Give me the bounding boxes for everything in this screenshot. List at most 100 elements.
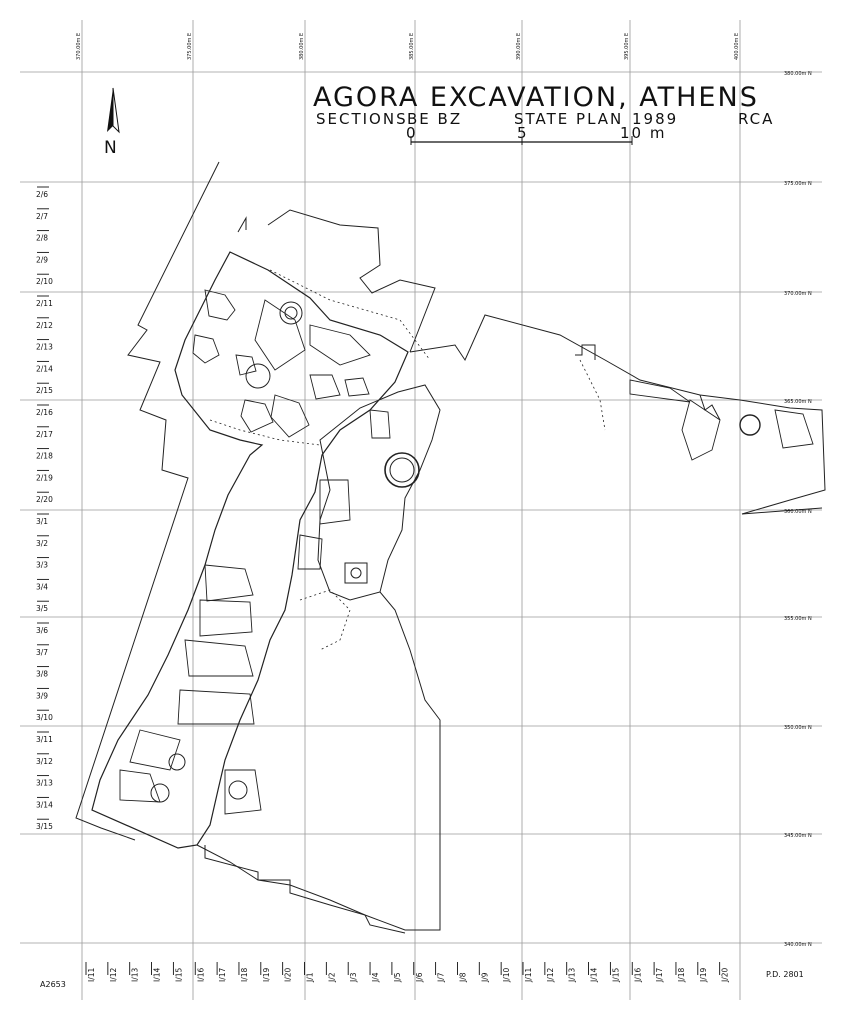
- left-grid-ref: 2/13: [36, 343, 53, 352]
- northing-label: 360.00m N: [784, 509, 812, 515]
- section-codes: BE BZ: [407, 110, 462, 128]
- bottom-grid-ref: J/5: [393, 972, 402, 983]
- bottom-grid-ref: J/15: [611, 967, 620, 983]
- left-grid-ref: 2/8: [36, 234, 48, 243]
- left-grid-ref: 3/1: [36, 517, 48, 526]
- plan-title: AGORA EXCAVATION, ATHENS: [313, 82, 759, 113]
- bottom-grid-ref: I/12: [109, 967, 118, 982]
- north-wall: [237, 216, 247, 233]
- bottom-grid-ref: J/7: [437, 972, 446, 983]
- well-feature: [279, 301, 303, 325]
- left-grid-ref: 2/7: [36, 212, 48, 221]
- dashed-boundaries: [209, 269, 606, 651]
- northing-label: 355.00m N: [784, 616, 812, 622]
- left-grid-ref: 2/19: [36, 473, 53, 482]
- easting-label: 375.00m E: [187, 33, 193, 60]
- well-feature: [245, 363, 271, 389]
- north-label: N: [104, 138, 117, 158]
- scale-tick-5: 5: [517, 124, 529, 142]
- bottom-grid-ref: I/15: [174, 967, 183, 982]
- north-arrow-icon: N: [104, 87, 120, 158]
- northing-label: 380.00m N: [784, 71, 812, 77]
- central-area-outline: [317, 384, 441, 601]
- bottom-grid-ref: J/1: [306, 972, 315, 983]
- east-annex-outline: [409, 314, 826, 515]
- left-grid-ref: 3/6: [36, 626, 48, 635]
- bottom-grid-ref: J/18: [677, 967, 686, 983]
- left-grid-ref: 3/10: [36, 713, 53, 722]
- left-grid-ref: 3/13: [36, 779, 53, 788]
- excavation-outline: [91, 251, 409, 849]
- annex-wall: [575, 344, 596, 360]
- west-boundary-line: [75, 161, 220, 841]
- south-wall-steps: [204, 845, 406, 934]
- excavation-plan: [75, 161, 826, 934]
- scale-bar: 0 5 10 m: [406, 124, 666, 145]
- left-grid-ref: 2/17: [36, 430, 53, 439]
- northing-label: 340.00m N: [784, 942, 812, 948]
- left-grid-ref: 3/14: [36, 800, 53, 809]
- bottom-grid-ref: I/14: [153, 967, 162, 982]
- left-grid-ref: 2/9: [36, 255, 48, 264]
- northing-label: 375.00m N: [784, 181, 812, 187]
- bottom-grid-ref: J/12: [546, 967, 555, 983]
- left-grid-ref: 3/5: [36, 604, 48, 613]
- left-grid-ref: 2/14: [36, 364, 53, 373]
- bottom-grid-ref: J/10: [502, 967, 511, 983]
- left-grid-references: 2/62/72/82/92/102/112/122/132/142/152/16…: [36, 186, 53, 831]
- bottom-grid-ref: I/17: [218, 967, 227, 982]
- left-grid-ref: 3/15: [36, 822, 53, 831]
- bottom-grid-ref: J/8: [458, 972, 467, 983]
- easting-label: 400.00m E: [734, 33, 740, 60]
- author-initials: RCA: [738, 110, 774, 128]
- bottom-grid-ref: J/4: [371, 972, 380, 983]
- bottom-grid-ref: J/16: [633, 967, 642, 983]
- left-grid-ref: 2/15: [36, 386, 53, 395]
- bottom-grid-ref: J/19: [699, 967, 708, 983]
- easting-label: 395.00m E: [624, 33, 630, 60]
- coordinate-grid: [20, 20, 822, 1000]
- left-grid-ref: 3/7: [36, 648, 48, 657]
- left-grid-ref: 2/12: [36, 321, 53, 330]
- square-feature: [344, 562, 368, 584]
- northing-label: 365.00m N: [784, 399, 812, 405]
- bottom-grid-ref: I/11: [87, 967, 96, 982]
- left-grid-ref: 2/10: [36, 277, 53, 286]
- well-feature: [350, 567, 362, 579]
- bottom-grid-ref: J/9: [480, 972, 489, 983]
- north-trench-outline: [267, 209, 436, 353]
- bottom-grid-ref: J/14: [590, 967, 599, 983]
- plan-year: 1989: [632, 110, 678, 128]
- easting-label: 390.00m E: [516, 33, 522, 60]
- left-grid-ref: 3/8: [36, 670, 48, 679]
- bottom-grid-references: I/11 I/12 I/13 I/14 I/15 I/16 I/17 I/18 I/19 I/20…: [85, 962, 730, 983]
- bottom-grid-ref: I/16: [196, 967, 205, 982]
- plan-label: STATE PLAN: [514, 110, 623, 128]
- rubble-walls: [119, 289, 814, 815]
- left-grid-ref: 3/2: [36, 539, 48, 548]
- well-feature: [389, 457, 415, 483]
- bottom-grid-ref: I/13: [131, 967, 140, 982]
- left-grid-ref: 3/9: [36, 691, 48, 700]
- bottom-grid-ref: J/3: [349, 972, 358, 983]
- scale-tick-10: 10 m: [620, 124, 666, 142]
- annex-wall: [699, 394, 721, 421]
- scale-tick-0: 0: [406, 124, 418, 142]
- bottom-grid-ref: J/6: [415, 972, 424, 983]
- left-grid-ref: 2/20: [36, 495, 53, 504]
- bottom-grid-ref: J/11: [524, 967, 533, 983]
- drawing-number-right: P.D. 2801: [766, 970, 804, 979]
- left-grid-ref: 2/11: [36, 299, 53, 308]
- bottom-grid-ref: I/20: [284, 967, 293, 982]
- easting-label: 370.00m E: [76, 33, 82, 60]
- well-feature: [739, 414, 761, 436]
- sections-label: SECTIONS: [316, 110, 408, 128]
- left-grid-ref: 2/16: [36, 408, 53, 417]
- bottom-grid-ref: I/18: [240, 967, 249, 982]
- left-grid-ref: 3/12: [36, 757, 53, 766]
- left-grid-ref: 2/18: [36, 452, 53, 461]
- bottom-grid-ref: I/19: [262, 967, 271, 982]
- well-feature: [168, 753, 186, 771]
